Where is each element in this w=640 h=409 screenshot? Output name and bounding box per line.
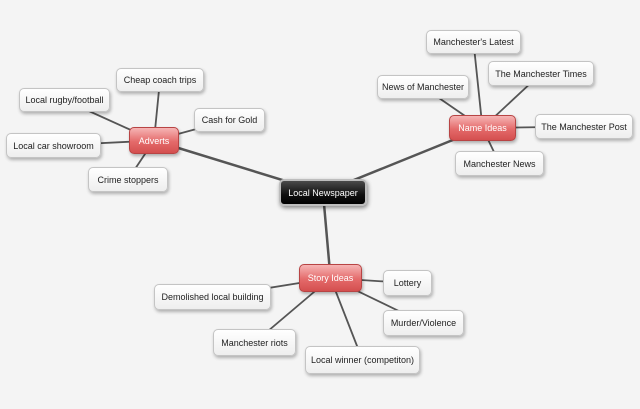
connector-name-ideas-child: [472, 41, 484, 129]
subtopic-label: Manchester riots: [221, 337, 288, 348]
subtopic-manchesters-latest[interactable]: Manchester's Latest: [426, 30, 521, 54]
subtopic-cash-for-gold[interactable]: Cash for Gold: [194, 108, 265, 132]
subtopic-crime-stoppers[interactable]: Crime stoppers: [88, 167, 168, 192]
subtopic-manchester-riots[interactable]: Manchester riots: [213, 329, 296, 356]
subtopic-label: Manchester News: [463, 158, 536, 169]
subtopic-label: Local rugby/football: [25, 95, 104, 105]
subtopic-label: Manchester's Latest: [433, 37, 514, 47]
subtopic-label: The Manchester Post: [541, 121, 627, 132]
subtopic-label: Crime stoppers: [97, 174, 159, 185]
subtopic-manchester-news[interactable]: Manchester News: [455, 151, 544, 176]
central-topic-label: Local Newspaper: [288, 187, 358, 198]
subtopic-the-manchester-times[interactable]: The Manchester Times: [488, 61, 594, 86]
topic-label: Name Ideas: [458, 123, 507, 133]
subtopic-cheap-coach-trips[interactable]: Cheap coach trips: [116, 68, 204, 92]
topic-adverts[interactable]: Adverts: [129, 127, 179, 154]
subtopic-lottery[interactable]: Lottery: [383, 270, 432, 296]
subtopic-label: Local car showroom: [13, 140, 94, 151]
subtopic-news-of-manchester[interactable]: News of Manchester: [377, 75, 469, 99]
central-topic-local-newspaper[interactable]: Local Newspaper: [279, 179, 367, 206]
subtopic-demolished-local-building[interactable]: Demolished local building: [154, 284, 271, 310]
subtopic-label: Lottery: [393, 278, 422, 288]
connector-central-story-ideas: [321, 191, 332, 280]
subtopic-the-manchester-post[interactable]: The Manchester Post: [535, 114, 633, 139]
subtopic-local-winner-competiton[interactable]: Local winner (competiton): [305, 346, 420, 374]
subtopic-label: Murder/Violence: [390, 318, 457, 328]
subtopic-murder-violence[interactable]: Murder/Violence: [383, 310, 464, 336]
subtopic-local-car-showroom[interactable]: Local car showroom: [6, 133, 101, 158]
topic-story-ideas[interactable]: Story Ideas: [299, 264, 362, 292]
subtopic-label: The Manchester Times: [495, 68, 587, 79]
subtopic-label: Cash for Gold: [201, 115, 258, 125]
subtopic-label: Local winner (competiton): [310, 355, 415, 365]
topic-label: Adverts: [138, 135, 170, 146]
subtopic-label: Demolished local building: [161, 292, 264, 302]
subtopic-label: Cheap coach trips: [123, 75, 197, 85]
subtopic-label: News of Manchester: [381, 82, 465, 92]
topic-name-ideas[interactable]: Name Ideas: [449, 115, 516, 141]
subtopic-local-rugby-football[interactable]: Local rugby/football: [19, 88, 110, 112]
topic-label: Story Ideas: [307, 273, 354, 283]
